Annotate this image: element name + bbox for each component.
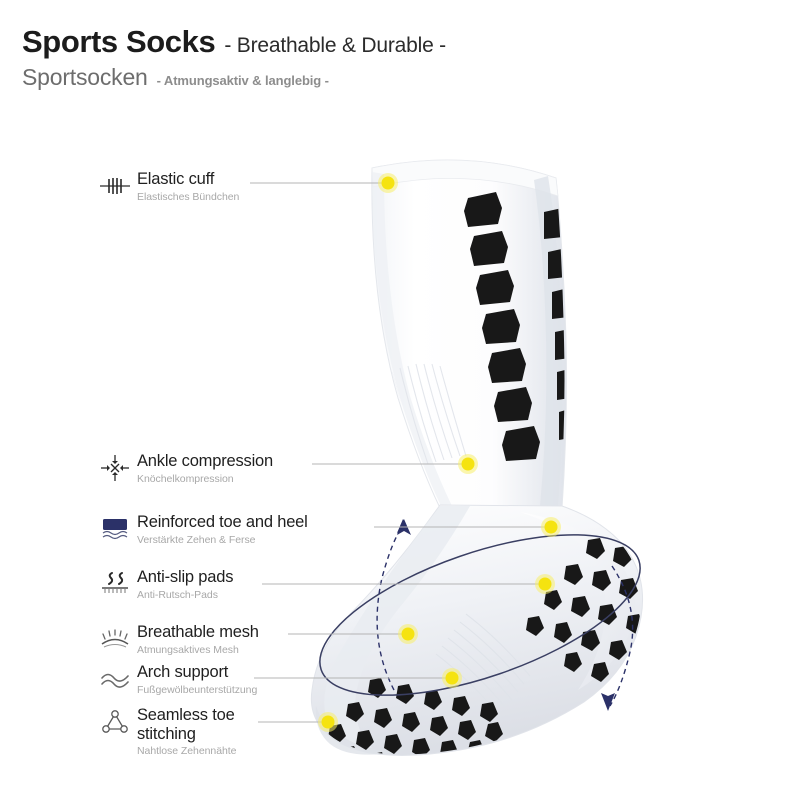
feature-text: Arch support Fußgewölbeunterstützung: [137, 663, 257, 697]
callout-dot-reinforced-toe-heel[interactable]: [541, 517, 561, 537]
feature-reinforced-toe-heel[interactable]: Reinforced toe and heel Verstärkte Zehen…: [98, 513, 308, 547]
feature-label-de: Anti-Rutsch-Pads: [137, 588, 218, 601]
feature-label-de: Fußgewölbeunterstützung: [137, 683, 258, 696]
callout-dot-arch-support[interactable]: [442, 668, 462, 688]
feature-text: Elastic cuff Elastisches Bündchen: [137, 170, 239, 204]
breathable-arc-icon: [98, 624, 132, 654]
feature-text: Breathable mesh Atmungsaktives Mesh: [137, 623, 259, 657]
compression-arrows-icon: [98, 453, 132, 483]
feature-label-en: Ankle compression: [137, 452, 273, 470]
header: Sports Socks - Breathable & Durable - Sp…: [22, 26, 642, 89]
anti-slip-waves-icon: [98, 569, 132, 599]
feature-elastic-cuff[interactable]: Elastic cuff Elastisches Bündchen: [98, 170, 239, 204]
page-tagline: - Breathable & Durable -: [224, 34, 446, 57]
feature-label-en: Elastic cuff: [137, 170, 215, 188]
feature-label-de: Verstärkte Zehen & Ferse: [137, 533, 256, 546]
feature-text: Seamless toe stitching Nahtlose Zehennäh…: [137, 706, 237, 758]
header-row-en: Sports Socks - Breathable & Durable -: [22, 26, 642, 57]
feature-arch-support[interactable]: Arch support Fußgewölbeunterstützung: [98, 663, 257, 697]
callout-dot-ankle-compression[interactable]: [458, 454, 478, 474]
feature-text: Ankle compression Knöchelkompression: [137, 452, 273, 486]
feature-breathable-mesh[interactable]: Breathable mesh Atmungsaktives Mesh: [98, 623, 259, 657]
rotation-indicator: [319, 519, 641, 711]
page-title: Sports Socks: [22, 24, 216, 59]
feature-text: Reinforced toe and heel Verstärkte Zehen…: [137, 513, 308, 547]
sock-shaft: [371, 159, 567, 509]
feature-anti-slip-pads[interactable]: Anti-slip pads Anti-Rutsch-Pads: [98, 568, 233, 602]
callout-dot-breathable-mesh[interactable]: [398, 624, 418, 644]
grip-pad-column-inner: [464, 192, 540, 461]
feature-label-en: Breathable mesh: [137, 623, 259, 641]
callout-dot-elastic-cuff[interactable]: [378, 173, 398, 193]
arch-waves-icon: [98, 664, 132, 694]
feature-label-en: Anti-slip pads: [137, 568, 234, 586]
feature-label-de: Elastisches Bündchen: [137, 190, 240, 203]
shaft-ribbing: [391, 363, 467, 467]
page-tagline-german: - Atmungsaktiv & langlebig -: [156, 73, 329, 88]
feature-text: Anti-slip pads Anti-Rutsch-Pads: [137, 568, 233, 602]
feature-label-en: Seamless toe stitching: [137, 706, 235, 743]
header-row-de: Sportsocken - Atmungsaktiv & langlebig -: [22, 66, 642, 89]
feature-label-de: Nahtlose Zehennähte: [137, 745, 237, 758]
ribbed-cuff-icon: [98, 171, 132, 201]
feature-label-de: Atmungsaktives Mesh: [137, 643, 239, 656]
reinforced-block-icon: [98, 514, 132, 544]
page-title-german: Sportsocken: [22, 64, 148, 90]
feature-label-en: Reinforced toe and heel: [137, 513, 308, 531]
callout-dot-anti-slip-pads[interactable]: [535, 574, 555, 594]
feature-seamless-toe-stitching[interactable]: Seamless toe stitching Nahtlose Zehennäh…: [98, 706, 237, 758]
callout-dot-seamless-toe[interactable]: [318, 712, 338, 732]
feature-label-de: Knöchelkompression: [137, 472, 234, 485]
seamless-node-icon: [98, 707, 132, 737]
feature-ankle-compression[interactable]: Ankle compression Knöchelkompression: [98, 452, 273, 486]
feature-label-en: Arch support: [137, 663, 229, 681]
